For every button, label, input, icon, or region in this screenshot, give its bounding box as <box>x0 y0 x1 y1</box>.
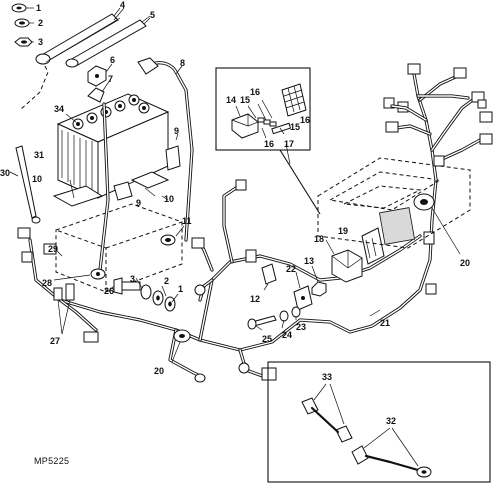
washer-2 <box>14 18 30 28</box>
bolt-26 <box>113 277 141 295</box>
callout-20-lower: 20 <box>154 366 164 376</box>
battery-31 <box>56 93 170 199</box>
washer-24 <box>279 310 289 322</box>
callout-labels: 1 2 3 4 5 6 7 8 9 9 10 10 11 12 13 14 15… <box>0 0 470 426</box>
connector-29 <box>43 243 57 255</box>
positive-cable-4 <box>35 7 121 65</box>
callout-27: 27 <box>50 336 60 346</box>
callout-9-lower: 9 <box>136 198 141 208</box>
callout-23: 23 <box>296 322 306 332</box>
callout-22: 22 <box>286 264 296 274</box>
callout-11: 11 <box>182 216 192 226</box>
bracket-22 <box>293 285 313 311</box>
callout-26: 26 <box>104 286 114 296</box>
leader-lines <box>109 7 381 331</box>
callout-16-bottom: 16 <box>264 139 274 149</box>
callout-8: 8 <box>180 58 185 68</box>
connector-33 <box>301 397 353 443</box>
callout-16-top: 16 <box>250 87 260 97</box>
nut-3 <box>14 37 33 47</box>
fuse-holder-14 <box>231 113 259 139</box>
callout-1-top: 1 <box>36 3 41 13</box>
fuse-panel-16 <box>281 83 307 117</box>
harness-clamps-27 <box>53 283 75 301</box>
callout-30: 30 <box>0 168 10 178</box>
washer-23 <box>291 306 301 318</box>
connectors-group <box>17 97 437 383</box>
wiring-harness-21 <box>28 178 438 380</box>
negative-cable-5 <box>65 15 151 68</box>
callout-15-right: 15 <box>290 122 300 132</box>
terminal-28 <box>90 268 106 280</box>
assembly-leader <box>19 65 49 111</box>
callout-6: 6 <box>110 55 115 65</box>
inset-fuse-detail <box>215 67 321 215</box>
figure-code: MP5225 <box>34 456 69 466</box>
clip-12 <box>261 263 277 285</box>
battery-pad-9 <box>165 145 181 171</box>
relay-18 <box>331 249 363 283</box>
callout-14: 14 <box>226 95 236 105</box>
connector-block-19 <box>361 227 385 265</box>
callout-13: 13 <box>304 256 314 266</box>
callout-3-lower: 3 <box>130 274 135 284</box>
battery-caps-34 <box>72 94 150 130</box>
washer-1 <box>11 3 27 13</box>
callout-12: 12 <box>250 294 260 304</box>
grommet-11 <box>160 234 176 246</box>
terminal-7 <box>87 87 105 103</box>
nut-3-lower <box>140 284 152 300</box>
clamp-6 <box>87 65 107 87</box>
callout-25: 25 <box>262 334 272 344</box>
callout-7: 7 <box>108 74 113 84</box>
callout-2-lower: 2 <box>164 276 169 286</box>
callout-21: 21 <box>380 318 390 328</box>
bolt-25 <box>247 315 277 330</box>
callout-5: 5 <box>150 10 155 20</box>
inset-connector-detail <box>267 361 491 483</box>
battery-pad-10-left <box>52 185 104 207</box>
callout-20-right: 20 <box>460 258 470 268</box>
callout-10-right: 10 <box>164 194 174 204</box>
nut-13 <box>311 281 327 297</box>
callout-3-top: 3 <box>38 37 43 47</box>
connector-32 <box>351 445 432 478</box>
callout-15-left: 15 <box>240 95 250 105</box>
callout-18: 18 <box>314 234 324 244</box>
ground-strap-30 <box>15 145 41 224</box>
washer-1-lower <box>164 296 176 312</box>
callout-28: 28 <box>42 278 52 288</box>
callout-34: 34 <box>54 104 64 114</box>
dash-panel-outline <box>317 157 471 249</box>
battery-box-outline <box>55 203 183 293</box>
callout-32: 32 <box>386 416 396 426</box>
harness-fanout <box>385 63 493 182</box>
grommet-20-upper <box>413 193 435 211</box>
battery-pad-10-right <box>130 171 170 189</box>
callout-17: 17 <box>284 139 294 149</box>
callout-33: 33 <box>322 372 332 382</box>
callout-29: 29 <box>48 244 58 254</box>
callout-31: 31 <box>34 150 44 160</box>
battery-pad-9-lower <box>113 181 133 201</box>
callout-10-left: 10 <box>32 174 42 184</box>
callout-9-upper: 9 <box>174 126 179 136</box>
grommet-20-lower <box>173 329 191 343</box>
callout-16-right: 16 <box>300 115 310 125</box>
washer-2-lower <box>152 290 164 306</box>
fuses-15 <box>257 117 277 127</box>
callout-1-lower: 1 <box>178 284 183 294</box>
callout-19: 19 <box>338 226 348 236</box>
callout-4: 4 <box>120 0 125 10</box>
callout-24: 24 <box>282 330 292 340</box>
callout-2-top: 2 <box>38 18 43 28</box>
